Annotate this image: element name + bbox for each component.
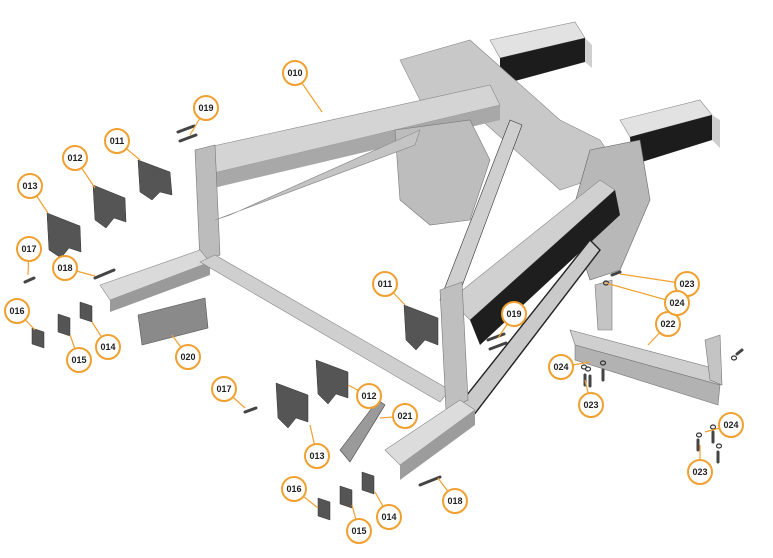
- callout-016: 016: [4, 298, 30, 324]
- callout-016: 016: [281, 476, 307, 502]
- callout-021: 021: [392, 403, 418, 429]
- callout-011: 011: [372, 271, 398, 297]
- callout-024: 024: [548, 354, 574, 380]
- callout-020: 020: [175, 344, 201, 370]
- callout-015: 015: [66, 347, 92, 373]
- left-post: [194, 144, 221, 263]
- bracket-021: [339, 399, 386, 463]
- callout-024: 024: [718, 412, 744, 438]
- front-post: [439, 281, 469, 411]
- rear-rail-lower: [619, 99, 720, 165]
- left-front-arm-side: [110, 262, 210, 312]
- shim-plates: [31, 159, 439, 521]
- rear-rail-upper: [489, 21, 592, 85]
- callout-013: 013: [304, 443, 330, 469]
- callout-012: 012: [356, 383, 382, 409]
- bracket-022-front: [574, 344, 721, 406]
- washers: [580, 280, 738, 449]
- callout-014: 014: [376, 504, 402, 530]
- callout-013: 013: [17, 173, 43, 199]
- callout-024: 024: [664, 290, 690, 316]
- bracket-020: [137, 297, 209, 346]
- callout-018: 018: [52, 255, 78, 281]
- callout-010: 010: [282, 60, 308, 86]
- callout-017: 017: [211, 376, 237, 402]
- callout-019: 019: [501, 301, 527, 327]
- callout-014: 014: [95, 334, 121, 360]
- callout-018: 018: [442, 488, 468, 514]
- front-arm-side: [400, 410, 475, 480]
- callout-012: 012: [62, 145, 88, 171]
- callout-011: 011: [104, 128, 130, 154]
- callout-015: 015: [346, 518, 372, 544]
- callout-023: 023: [578, 392, 604, 418]
- callout-017: 017: [16, 236, 42, 262]
- bracket-022-right-gusset: [704, 334, 723, 386]
- callout-023: 023: [687, 459, 713, 485]
- callout-019: 019: [193, 95, 219, 121]
- mid-diagonal: [214, 129, 421, 221]
- left-casting: [394, 119, 491, 226]
- bolts: [23, 124, 744, 487]
- bracket-022-left-gusset: [594, 279, 613, 331]
